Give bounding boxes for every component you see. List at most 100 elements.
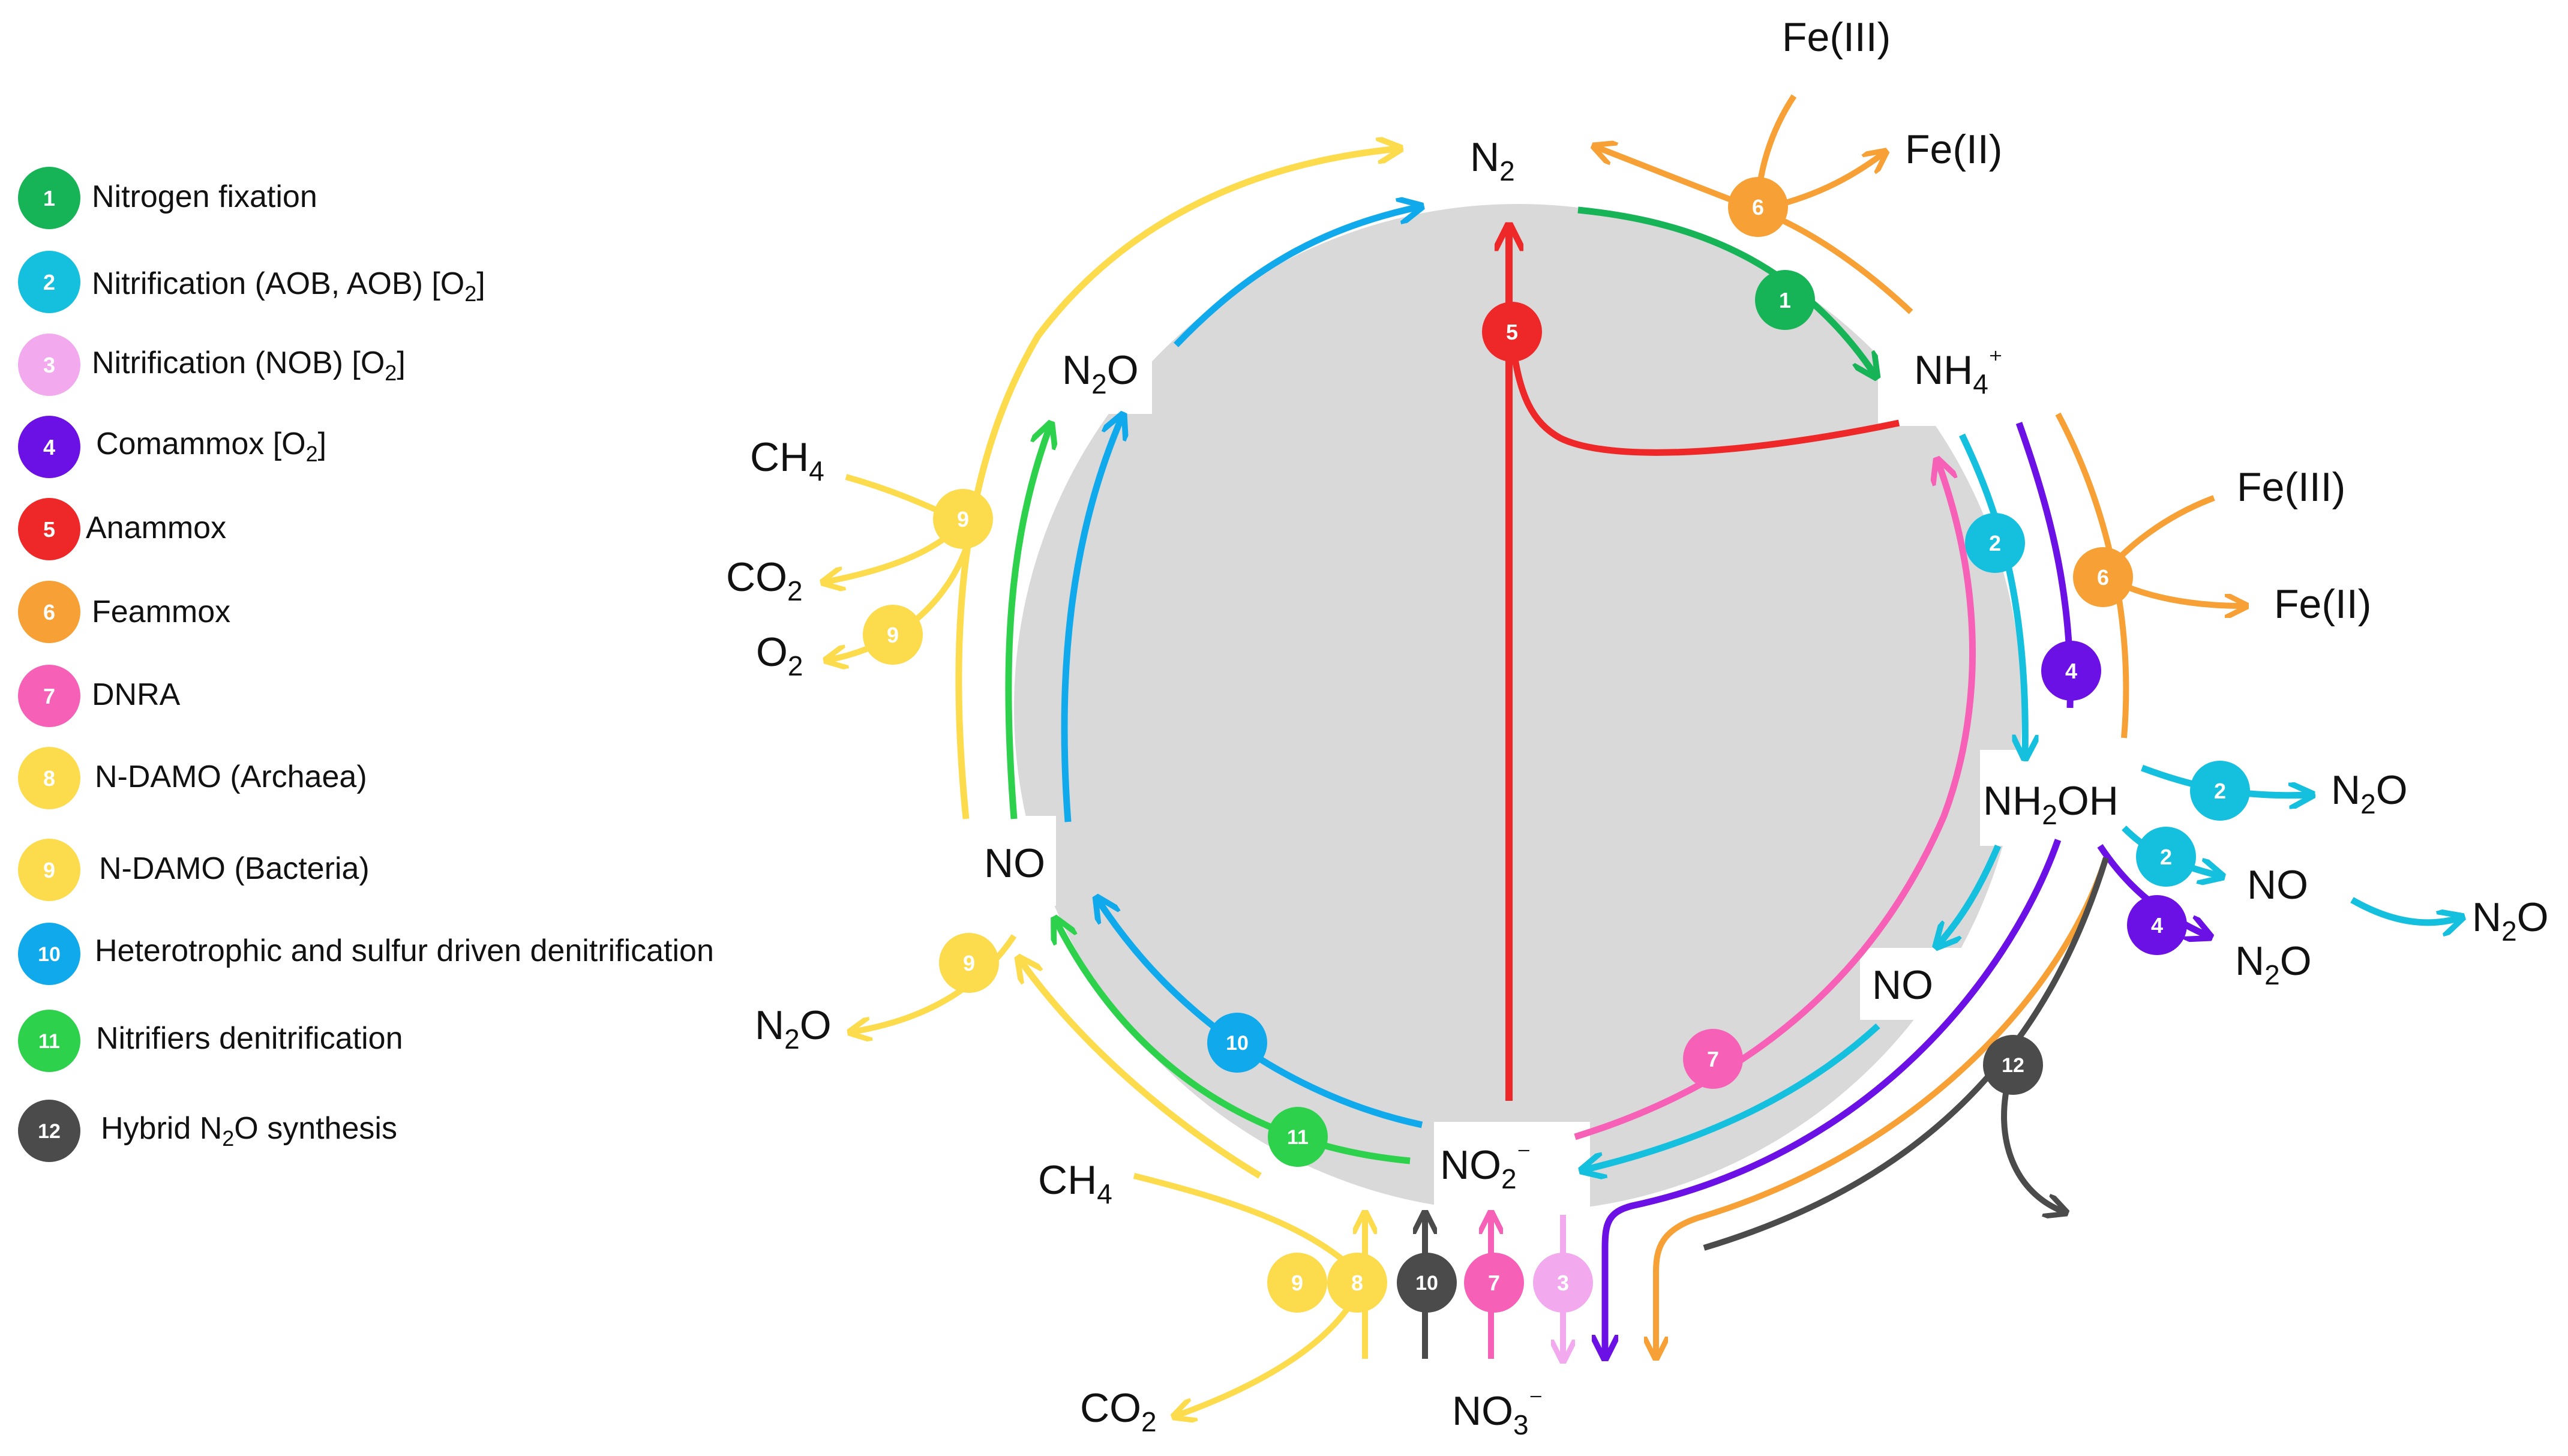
svg-text:Nitrifiers denitrification: Nitrifiers denitrification [96,1021,403,1056]
svg-text:5: 5 [1506,320,1518,344]
svg-text:11: 11 [1287,1126,1309,1149]
species-ch4-bottom: CH4 [1038,1157,1112,1209]
svg-text:N-DAMO (Bacteria): N-DAMO (Bacteria) [99,851,370,886]
arrow-archaea-ch4-in [1133,1173,1352,1268]
species-n2o-r2: N2O [2472,894,2549,947]
svg-text:6: 6 [43,600,55,625]
svg-text:7: 7 [1707,1047,1719,1071]
legend-item-12: 12 Hybrid N2O synthesis [18,1100,397,1162]
arrow-anammox-nh4-input [1508,335,1900,456]
svg-text:9: 9 [43,858,55,882]
arrow-denit-no-n2o [1061,417,1122,822]
svg-text:12: 12 [38,1120,61,1143]
badge-7-dnra: 7 [1683,1029,1743,1089]
svg-text:Nitrogen fixation: Nitrogen fixation [92,179,317,214]
svg-text:1: 1 [43,186,55,211]
arrow-ndamo-no-n2o-left [852,934,1017,1032]
species-n2o-far-left: N2O [755,1002,832,1055]
svg-text:5: 5 [43,517,55,542]
species-n2o-r1: N2O [2331,767,2408,819]
svg-text:7: 7 [1488,1271,1500,1295]
species-n2o-left: N2O [1062,347,1139,400]
arrow-feammox-to-no3 [1656,857,2109,1356]
core-notch-left-no [960,816,1056,906]
pathway-badges: 1 5 6 6 2 4 2 2 4 12 7 10 11 9 9 9 9 8 1… [863,177,2250,1313]
species-fe3-right: Fe(III) [2237,464,2345,510]
svg-text:N-DAMO (Archaea): N-DAMO (Archaea) [95,759,367,794]
svg-text:7: 7 [43,684,55,709]
badge-1: 1 [1755,270,1815,330]
svg-text:9: 9 [957,507,969,532]
svg-text:4: 4 [2151,913,2163,938]
species-fe2-right: Fe(II) [2274,581,2371,627]
svg-text:9: 9 [963,951,975,975]
species-fe3-top: Fe(III) [1782,14,1891,60]
badge-4-nh4: 4 [2041,641,2101,701]
svg-text:10: 10 [1415,1272,1438,1295]
svg-text:Comammox [O2]: Comammox [O2] [96,427,326,466]
species-n2o-r3: N2O [2235,938,2312,990]
core-notch-nh2oh [1980,750,2046,846]
arrow-hybrid-n2o-out [2001,1073,2064,1212]
arrow-ndamo-no2-no [1020,960,1262,1179]
svg-text:2: 2 [43,270,55,295]
svg-text:4: 4 [43,435,55,460]
legend-item-1: 1 Nitrogen fixation [18,167,317,229]
svg-text:4: 4 [2065,659,2077,683]
species-o2-left: O2 [756,629,803,682]
legend-item-5: 5 Anammox [18,498,226,560]
cycle-core-disc [1014,204,2022,1212]
svg-text:Anammox: Anammox [86,511,226,545]
svg-text:6: 6 [2097,565,2109,590]
badge-11: 11 [1268,1107,1328,1167]
badge-12: 12 [1983,1035,2043,1095]
species-no-r: NO [2247,862,2308,908]
badge-4-n2o: 4 [2127,895,2187,955]
svg-text:Heterotrophic and sulfur drive: Heterotrophic and sulfur driven denitrif… [95,933,714,968]
svg-text:Nitrification (NOB) [O2]: Nitrification (NOB) [O2] [92,346,406,385]
species-nh4: NH4⁺ [1914,344,2003,400]
arrow-nitrifier-denit-no-n2o [1005,426,1050,819]
core-notch-left-n2o [1032,324,1152,414]
badge-2-n2o: 2 [2190,761,2250,821]
svg-text:8: 8 [43,766,55,791]
badge-6-top: 6 [1728,177,1788,237]
svg-text:2: 2 [2214,779,2226,803]
svg-text:10: 10 [38,943,61,966]
species-co2-bottom: CO2 [1080,1385,1157,1437]
badge-3-bottom: 3 [1533,1253,1593,1313]
species-no3: NO3⁻ [1452,1385,1543,1440]
badge-9-n2o: 9 [939,933,999,993]
legend-item-9: 9 N-DAMO (Bacteria) [18,839,370,901]
legend-item-8: 8 N-DAMO (Archaea) [18,747,367,809]
svg-text:9: 9 [1291,1271,1303,1295]
badge-9-o2: 9 [863,605,923,665]
arrow-comammox-nh2oh-n2o [2097,843,2208,936]
svg-text:Hybrid N2O synthesis: Hybrid N2O synthesis [101,1111,397,1151]
arrow-nitrogen-fixation [1577,206,1875,375]
svg-text:6: 6 [1752,195,1764,220]
badge-10-denit: 10 [1207,1013,1267,1073]
badge-8-bottom: 8 [1327,1253,1387,1313]
svg-text:11: 11 [38,1030,60,1053]
svg-text:DNRA: DNRA [92,677,181,712]
badge-2-nh4: 2 [1965,513,2025,573]
core-notch-top [1434,120,1590,204]
species-no-left: NO [984,840,1045,886]
svg-text:Feammox: Feammox [92,595,230,629]
arrow-ndamo-no-n2 [955,149,1398,819]
svg-text:1: 1 [1779,288,1791,313]
legend-item-7: 7 DNRA [18,665,181,727]
arrow-denit-n2o-n2 [1174,207,1419,347]
badge-7-bottom: 7 [1464,1253,1524,1313]
core-notch-no-right [1860,948,1968,1020]
legend-item-4: 4 Comammox [O2] [18,416,326,478]
arrow-no-to-no2 [1584,1023,1880,1170]
arrow-nitrification-nh2oh-no-inner [1938,844,2002,945]
svg-text:3: 3 [1557,1271,1569,1295]
badge-6-right: 6 [2073,547,2133,607]
